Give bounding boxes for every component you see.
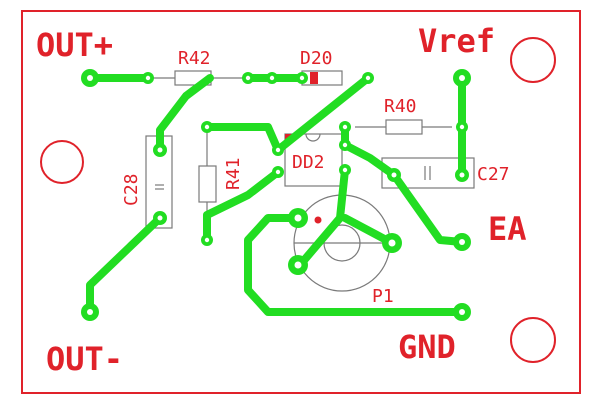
pad-gnd xyxy=(453,303,471,321)
pad-d20-1 xyxy=(296,72,308,84)
d20-cathode-band xyxy=(310,72,318,84)
label-c27: C27 xyxy=(477,164,510,185)
label-vref: Vref xyxy=(418,22,495,60)
pad-c28-bottom xyxy=(153,211,167,225)
trace-r41-dd2-lower xyxy=(203,168,282,244)
trace-d20-dd2 xyxy=(274,74,372,154)
trace-r41-dd2 xyxy=(203,123,282,154)
dd2-body xyxy=(284,133,343,187)
trace-p1-gnd xyxy=(244,214,466,316)
pad-dd2-2 xyxy=(272,166,284,178)
pad-p1-1 xyxy=(288,208,308,228)
trace-r42-c28 xyxy=(156,74,214,154)
label-c28: C28 xyxy=(121,173,142,206)
pad-r41-bottom xyxy=(201,234,213,246)
c27-body xyxy=(381,157,475,189)
pad-out-plus xyxy=(81,69,99,87)
pad-c28-top xyxy=(153,143,167,157)
pad-d20-2 xyxy=(362,72,374,84)
label-r42: R42 xyxy=(178,48,211,69)
pad-ea xyxy=(453,233,471,251)
pad-dd2-3 xyxy=(339,139,351,151)
p1-pin1-marker xyxy=(314,216,322,224)
pads xyxy=(81,69,471,321)
trace-c28-out-minus xyxy=(86,214,164,316)
pad-r42-1 xyxy=(142,72,154,84)
pad-dd2-1 xyxy=(272,144,284,156)
pad-r42-3 xyxy=(266,72,278,84)
pad-r40-1 xyxy=(339,121,351,133)
pad-p1-3 xyxy=(288,255,308,275)
mounting-hole-top-right xyxy=(510,37,556,83)
label-gnd: GND xyxy=(398,328,456,366)
label-dd2: DD2 xyxy=(292,152,325,173)
r41-body xyxy=(198,165,217,203)
pad-c27-1 xyxy=(387,168,401,182)
label-out-minus: OUT- xyxy=(46,340,123,378)
pad-out-minus xyxy=(81,303,99,321)
r40-body xyxy=(385,119,423,135)
pad-dd2-4 xyxy=(339,164,351,176)
label-d20: D20 xyxy=(300,48,333,69)
trace-dd2-p1 xyxy=(296,166,349,269)
pad-r41-top xyxy=(201,121,213,133)
pad-c27-2 xyxy=(455,168,469,182)
pad-vref xyxy=(453,69,471,87)
mounting-hole-left xyxy=(40,140,84,184)
pad-r42-2 xyxy=(242,72,254,84)
label-r41: R41 xyxy=(223,157,244,190)
pad-r40-2 xyxy=(456,121,468,133)
pad-p1-2 xyxy=(382,233,402,253)
label-out-plus: OUT+ xyxy=(36,26,113,64)
label-ea: EA xyxy=(488,210,527,248)
board-outline xyxy=(21,10,581,394)
label-p1: P1 xyxy=(372,286,394,307)
mounting-hole-bottom-right xyxy=(510,317,556,363)
label-r40: R40 xyxy=(384,96,417,117)
